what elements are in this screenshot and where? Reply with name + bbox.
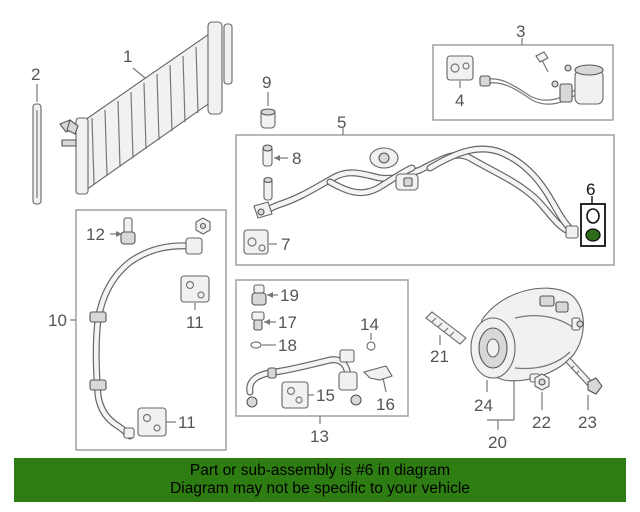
- callout-13: 13: [310, 427, 329, 446]
- group-box-3: [432, 44, 614, 121]
- callout-17: 17: [278, 313, 297, 332]
- group-box-5: [235, 134, 615, 266]
- part-6-o-ring-seal-highlighted[interactable]: [580, 196, 606, 247]
- part-23-bolt[interactable]: [565, 357, 603, 410]
- callout-16: 16: [376, 395, 395, 414]
- part-17-valve[interactable]: [251, 311, 276, 331]
- part-9-cap[interactable]: [260, 92, 276, 129]
- part-14-o-ring[interactable]: [366, 333, 376, 351]
- banner-line-1: Part or sub-assembly is #6 in diagram: [189, 462, 451, 479]
- part-3-receiver-drier-assembly[interactable]: [479, 38, 604, 105]
- callout-12: 12: [86, 225, 105, 244]
- part-8-valve-lower[interactable]: [263, 176, 273, 201]
- group-box-13: [235, 279, 409, 417]
- callout-1: 1: [123, 47, 132, 66]
- liquid-line-tube[interactable]: [246, 349, 362, 408]
- group-box-10: [75, 209, 227, 451]
- part-10-suction-hose[interactable]: [89, 237, 203, 440]
- info-banner: Part or sub-assembly is #6 in diagram Di…: [14, 458, 626, 502]
- callout-7: 7: [281, 235, 290, 254]
- callout-23: 23: [578, 413, 597, 432]
- part-5-ac-hose[interactable]: [253, 145, 579, 239]
- callout-11-lower: 11: [178, 413, 196, 432]
- callout-9: 9: [262, 73, 271, 92]
- callout-20: 20: [488, 433, 507, 452]
- nut-top[interactable]: [195, 217, 211, 235]
- callout-22: 22: [532, 413, 551, 432]
- callout-6: 6: [586, 180, 595, 199]
- part-16-bracket[interactable]: [362, 365, 393, 393]
- callout-24: 24: [474, 396, 493, 415]
- part-22-nut[interactable]: [534, 373, 550, 410]
- part-1-condenser[interactable]: [59, 21, 233, 195]
- part-8-valve-core[interactable]: [262, 144, 288, 167]
- part-15-gasket[interactable]: [281, 381, 314, 409]
- callout-8: 8: [292, 149, 301, 168]
- part-12-valve[interactable]: [110, 217, 136, 245]
- callout-18: 18: [278, 336, 297, 355]
- part-11-gasket-lower[interactable]: [137, 407, 176, 437]
- part-21-stud[interactable]: [425, 311, 467, 345]
- banner-line-2: Diagram may not be specific to your vehi…: [170, 480, 470, 497]
- part-2-receiver-drier-tube[interactable]: [32, 84, 42, 205]
- part-20-compressor[interactable]: [470, 287, 584, 430]
- part-18-o-ring[interactable]: [250, 341, 276, 349]
- callout-11-upper: 11: [186, 313, 204, 332]
- part-11-gasket-upper[interactable]: [180, 275, 210, 310]
- callout-3: 3: [516, 22, 525, 41]
- part-4-gasket[interactable]: [446, 55, 474, 88]
- callout-4: 4: [455, 91, 464, 110]
- callout-14: 14: [360, 315, 379, 334]
- part-7-gasket[interactable]: [243, 229, 277, 255]
- callout-labels: 1 2 3 4 5 6 7 8 9 10 11 11 12 13 14 15 1…: [31, 22, 597, 452]
- callout-19: 19: [280, 286, 299, 305]
- callout-5: 5: [337, 113, 346, 132]
- callout-10: 10: [48, 311, 67, 330]
- callout-21: 21: [430, 347, 449, 366]
- callout-15: 15: [316, 386, 335, 405]
- part-19-pressure-switch[interactable]: [251, 284, 278, 306]
- callout-2: 2: [31, 65, 40, 84]
